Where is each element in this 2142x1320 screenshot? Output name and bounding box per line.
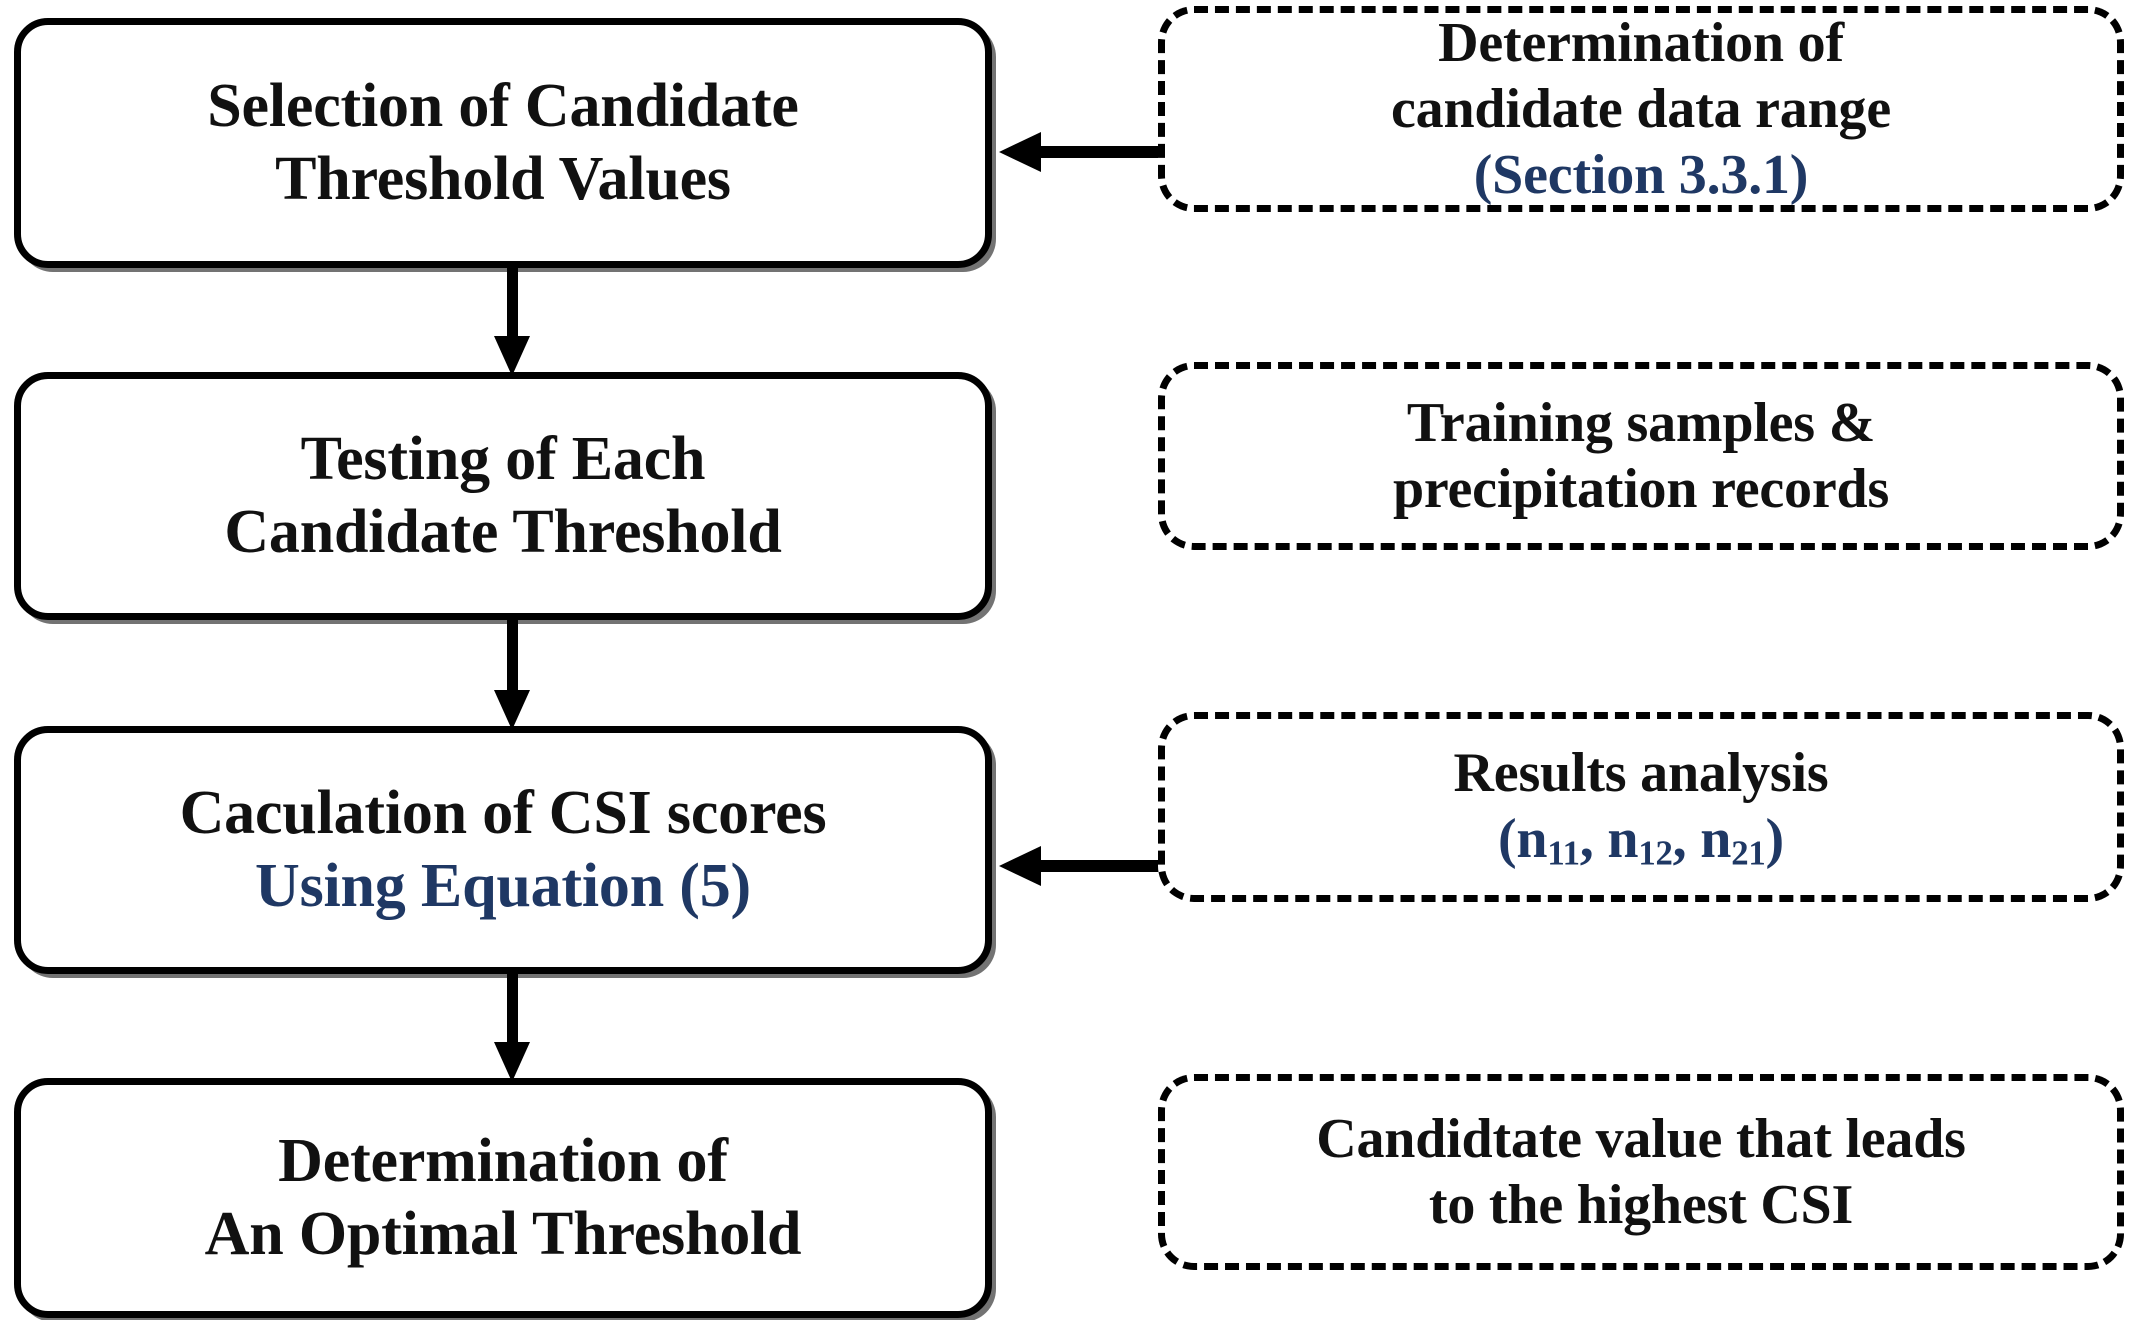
note-box-contingency-terms: (n11, n12, n21) xyxy=(1497,807,1784,873)
process-box-determination-of-an-optimal-threshold[interactable]: Determination of An Optimal Threshold xyxy=(14,1078,992,1318)
note-box-candidate-value-highest-csi[interactable]: Candidtate value that leads to the highe… xyxy=(1158,1074,2124,1270)
arrow-shaft xyxy=(1037,860,1161,872)
process-box-selection-of-candidate-threshold-values[interactable]: Selection of Candidate Threshold Values xyxy=(14,18,992,268)
flow-arrow-down-2 xyxy=(494,620,530,730)
arrow-head-icon xyxy=(494,1042,530,1082)
note-box-line: precipitation records xyxy=(1392,458,1890,520)
flow-row-3: Caculation of CSI scores Using Equation … xyxy=(0,712,2142,978)
note-box-section-reference: (Section 3.3.1) xyxy=(1473,144,1809,207)
note-box-line: candidate data range xyxy=(1390,77,1891,140)
process-box-line: Testing of Each xyxy=(300,424,706,493)
arrow-head-icon xyxy=(999,846,1041,886)
note-box-line: Candidtate value that leads xyxy=(1316,1107,1966,1170)
arrow-shaft xyxy=(1037,146,1161,158)
note-box-determination-of-candidate-data-range[interactable]: Determination of candidate data range (S… xyxy=(1158,6,2124,212)
arrow-shaft xyxy=(507,264,518,342)
connector-arrow-left-row-1 xyxy=(999,132,1161,172)
flow-row-4: Determination of An Optimal Threshold Ca… xyxy=(0,1074,2142,1320)
process-box-line: Threshold Values xyxy=(275,145,731,213)
connector-arrow-left-row-2 xyxy=(999,846,1161,886)
process-box-caculation-of-csi-scores[interactable]: Caculation of CSI scores Using Equation … xyxy=(14,726,992,974)
note-box-line: to the highest CSI xyxy=(1428,1174,1854,1236)
arrow-head-icon xyxy=(494,336,530,376)
arrow-head-icon xyxy=(999,132,1041,172)
flow-row-2: Testing of Each Candidate Threshold Trai… xyxy=(0,362,2142,886)
note-box-line: Determination of xyxy=(1438,11,1844,74)
process-box-line: Caculation of CSI scores xyxy=(179,778,827,847)
process-box-line: Selection of Candidate xyxy=(207,71,799,140)
process-box-testing-of-each-candidate-threshold[interactable]: Testing of Each Candidate Threshold xyxy=(14,372,992,620)
process-box-line: Determination of xyxy=(278,1126,728,1195)
arrow-head-icon xyxy=(494,690,530,730)
process-box-equation-reference: Using Equation (5) xyxy=(255,852,751,920)
process-box-line: An Optimal Threshold xyxy=(204,1200,802,1268)
flow-row-1: Selection of Candidate Threshold Values … xyxy=(0,6,2142,272)
arrow-shaft xyxy=(507,620,518,696)
process-box-line: Candidate Threshold xyxy=(224,498,782,566)
arrow-shaft xyxy=(507,974,518,1048)
note-box-line: Results analysis xyxy=(1453,741,1829,804)
note-box-training-samples-precipitation-records[interactable]: Training samples & precipitation records xyxy=(1158,362,2124,550)
flow-arrow-down-1 xyxy=(494,264,530,376)
note-box-results-analysis[interactable]: Results analysis (n11, n12, n21) xyxy=(1158,712,2124,902)
flow-arrow-down-3 xyxy=(494,974,530,1082)
note-box-line: Training samples & xyxy=(1406,391,1876,454)
